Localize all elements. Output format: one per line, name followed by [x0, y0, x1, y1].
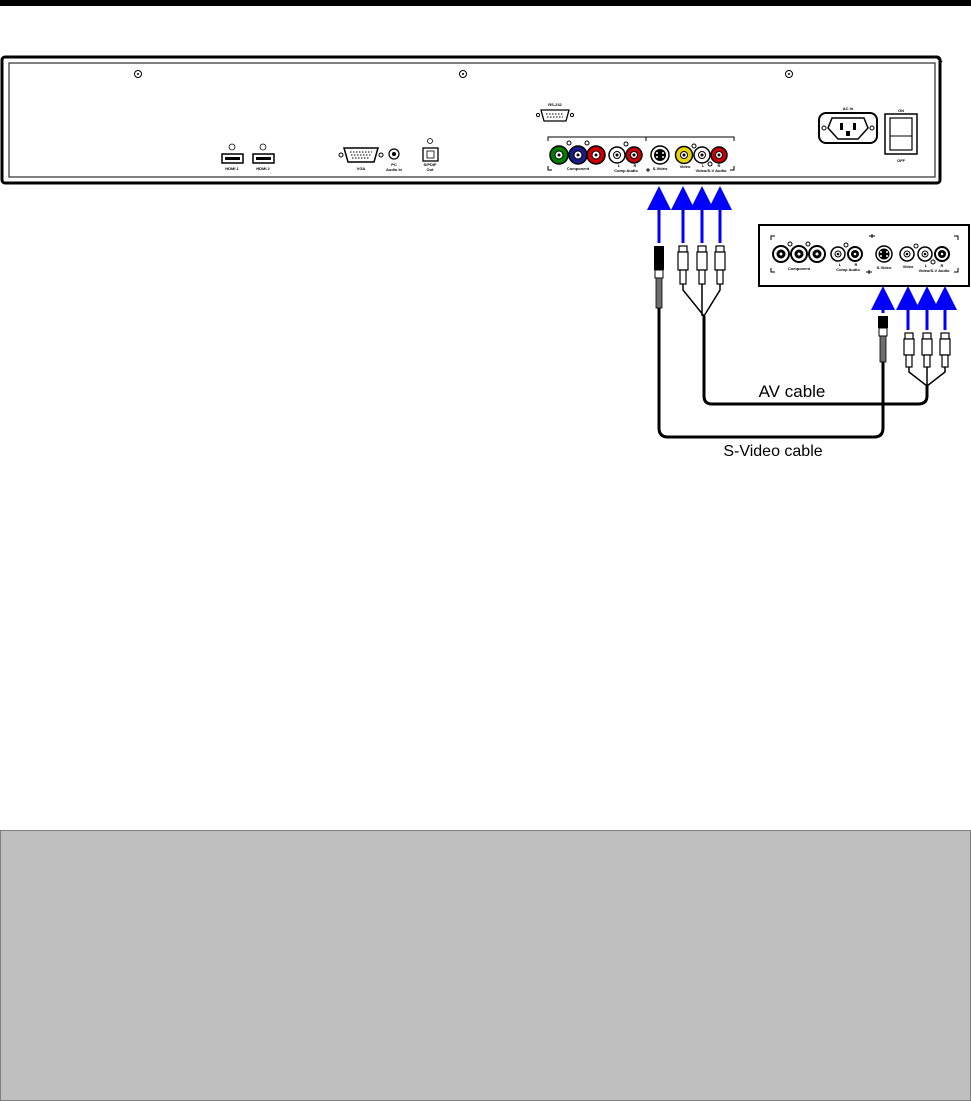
device-comp-audio-l-jack — [830, 246, 846, 262]
pc-audio-label-2: Audio In — [386, 167, 403, 172]
device-component-jack-3 — [808, 245, 826, 263]
tv-connection-arrows — [647, 186, 732, 243]
device-video-sv-audio-label: Video/S-V Audio — [919, 268, 950, 273]
video-sv-audio-label-tv: Video/S-V Audio — [696, 168, 727, 173]
device-component-label: Component — [788, 266, 811, 271]
svideo-plug-icon — [878, 316, 888, 363]
component-red-jack — [586, 145, 606, 165]
rca-plug-icon — [696, 245, 708, 285]
device-comp-audio-l-label: L — [839, 262, 842, 267]
hdmi-port-1: HDMI 1 — [221, 143, 244, 171]
pc-audio-in: PC Audio In — [386, 148, 403, 172]
ac-in-label: AC In — [843, 106, 854, 111]
component-label: Component — [567, 166, 590, 171]
screw-icon — [134, 70, 142, 78]
rs232-port: RS-232 — [535, 102, 575, 122]
svideo-label-tv: S-Video — [653, 166, 668, 171]
device-comp-audio-r-jack — [847, 246, 863, 262]
device-av-r-label: R — [941, 263, 944, 268]
screw-icon — [785, 70, 793, 78]
hdmi1-label: HDMI 1 — [225, 166, 239, 171]
spdif-label-1: S/PDIF — [424, 162, 437, 167]
svideo-jack-tv: S-Video — [650, 145, 670, 171]
rca-plug-icon — [903, 332, 915, 368]
device-component-jack-2 — [790, 245, 808, 263]
comp-audio-label: Comp Audio — [614, 168, 638, 173]
tv-back-panel: HDMI 1 HDMI 2 VGA PC Audio In — [0, 55, 943, 185]
spdif-out: S/PDIF Out — [422, 138, 439, 172]
component-blue-jack — [568, 145, 588, 165]
av-cable — [677, 245, 951, 406]
vga-label: VGA — [357, 166, 366, 171]
source-device-panel: Component L R Comp Audio S-Video — [758, 224, 970, 287]
rca-plug-icon — [921, 332, 933, 368]
comp-audio-l-jack — [608, 146, 626, 164]
ac-in-socket: AC In — [818, 106, 878, 144]
comp-audio-r-label: R — [634, 163, 637, 168]
comp-audio-r-jack — [625, 146, 643, 164]
component-green-jack — [549, 145, 569, 165]
device-av-r-jack — [934, 246, 950, 262]
rca-plug-icon — [677, 245, 689, 285]
av-r-label-tv: R — [718, 163, 721, 168]
svideo-cable: S-Video cable — [654, 246, 888, 460]
video-label-tv: Video — [680, 164, 691, 169]
power-off-label: OFF — [897, 158, 906, 163]
power-on-label: ON — [898, 108, 904, 113]
device-svideo-label: S-Video — [877, 265, 892, 270]
note-box — [0, 830, 971, 1101]
rs232-label: RS-232 — [548, 102, 562, 107]
comp-audio-l-label: L — [618, 163, 621, 168]
power-switch: ON OFF — [884, 108, 918, 163]
device-connection-arrows — [871, 286, 957, 330]
device-comp-audio-label: Comp Audio — [836, 267, 860, 272]
device-av-l-label: L — [925, 263, 928, 268]
device-svideo-jack: S-Video — [875, 245, 893, 270]
rca-plug-icon — [714, 245, 726, 285]
rs232-port-icon — [540, 109, 570, 122]
av-audio-r-jack — [710, 146, 728, 164]
vga-port: VGA — [338, 147, 384, 171]
video-yellow-jack — [674, 145, 694, 165]
spdif-label-2: Out — [427, 167, 435, 172]
device-component-jack-1 — [772, 245, 790, 263]
pc-audio-label-1: PC — [391, 162, 397, 167]
top-rule — [0, 0, 971, 6]
svideo-plug-icon — [654, 246, 664, 309]
connection-diagram: HDMI 1 HDMI 2 VGA PC Audio In — [0, 55, 970, 460]
screw-icon — [459, 70, 467, 78]
av-cable-label: AV cable — [759, 382, 826, 401]
device-video-jack — [899, 246, 915, 262]
hdmi2-label: HDMI 2 — [256, 166, 270, 171]
svideo-cable-label: S-Video cable — [723, 443, 822, 460]
device-comp-audio-r-label: R — [855, 262, 858, 267]
av-audio-l-jack — [693, 146, 711, 164]
rca-plug-icon — [939, 332, 951, 368]
hdmi-port-2: HDMI 2 — [252, 143, 275, 171]
av-l-label-tv: L — [702, 163, 705, 168]
device-video-label: Video — [903, 264, 914, 269]
device-av-l-jack — [917, 246, 933, 262]
